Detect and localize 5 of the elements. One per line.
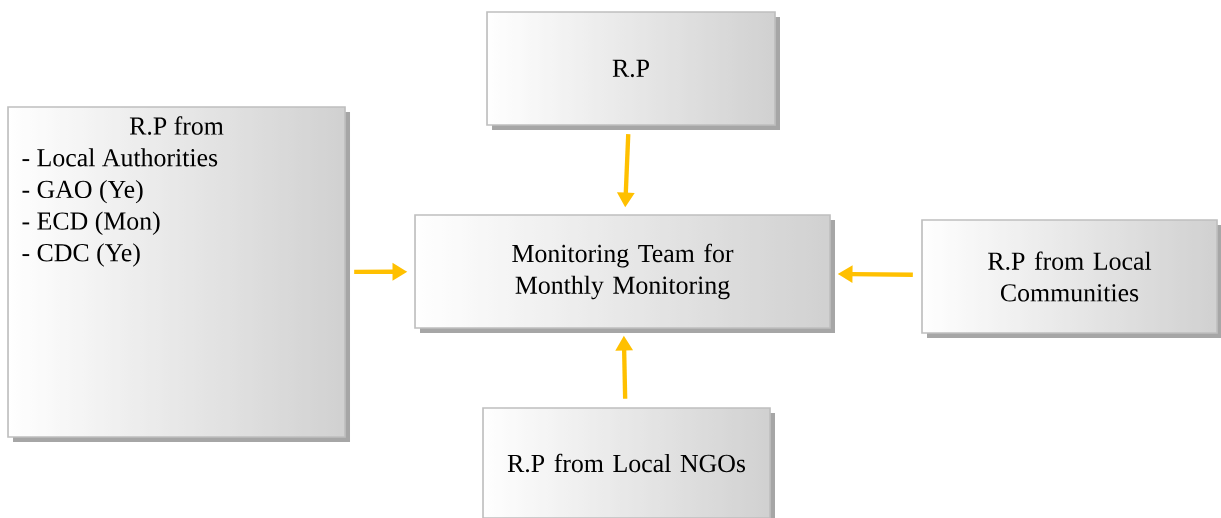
process-box: Monitoring Team for Monthly Monitoring: [414, 214, 835, 333]
process-box: R.P from - Local Authorities - GAO (Ye) - ECD (Mon) - CDC (Ye): [7, 106, 350, 442]
process-box: R.P from Local NGOs: [482, 407, 775, 518]
process-box: R.P from Local Communities: [921, 219, 1221, 338]
process-box: R.P: [486, 11, 780, 130]
